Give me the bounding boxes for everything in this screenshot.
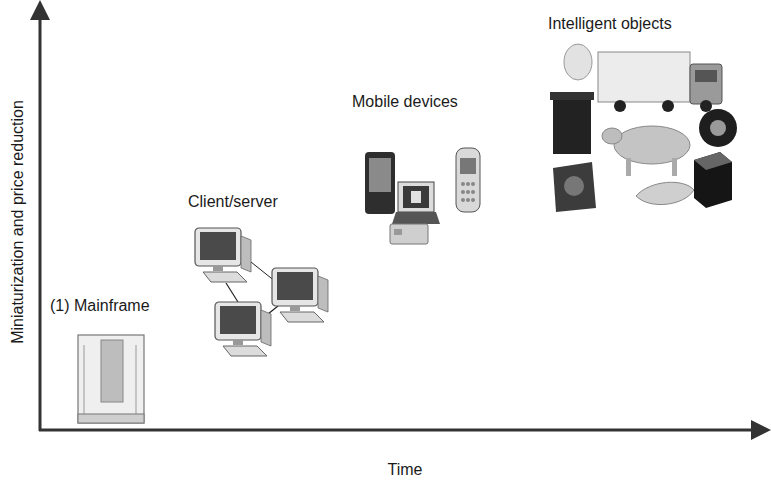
axis-label: Time bbox=[388, 460, 423, 479]
intelligent-objects-picture bbox=[636, 182, 694, 204]
axis-label: Miniaturization and price reduction bbox=[8, 100, 27, 344]
mobile-devices-picture bbox=[398, 182, 434, 212]
mainframe-picture bbox=[136, 345, 137, 415]
intelligent-objects-picture bbox=[553, 96, 591, 154]
mainframe-picture bbox=[78, 335, 144, 423]
mobile-devices-picture bbox=[365, 148, 480, 244]
mainframe-picture bbox=[84, 345, 85, 415]
mobile-devices-picture bbox=[471, 190, 475, 194]
group-label: Client/server bbox=[188, 192, 278, 211]
client-server-picture bbox=[195, 228, 251, 282]
mobile-devices-picture bbox=[365, 152, 395, 214]
mobile-devices-picture bbox=[471, 198, 475, 202]
intelligent-objects-picture bbox=[602, 128, 622, 144]
intelligent-objects-picture bbox=[695, 70, 717, 82]
mainframe-picture bbox=[78, 414, 144, 423]
intelligent-objects-picture bbox=[710, 120, 726, 136]
intelligent-objects-picture bbox=[614, 126, 690, 164]
mobile-devices-picture bbox=[466, 198, 470, 202]
mobile-devices-picture bbox=[461, 198, 465, 202]
axes bbox=[39, 18, 42, 431]
mobile-devices-picture bbox=[392, 212, 440, 224]
client-server-picture bbox=[272, 268, 328, 322]
intelligent-objects-picture bbox=[694, 152, 732, 208]
group-label: Intelligent objects bbox=[548, 14, 672, 33]
intelligent-objects-picture bbox=[672, 158, 677, 176]
intelligent-objects-picture bbox=[614, 100, 626, 112]
intelligent-objects-picture bbox=[550, 92, 594, 100]
mobile-devices-picture bbox=[461, 182, 475, 202]
intelligent-objects-picture bbox=[598, 52, 690, 102]
client-server-picture bbox=[226, 283, 238, 302]
intelligent-objects-picture bbox=[553, 162, 596, 212]
intelligent-objects-picture bbox=[690, 64, 722, 104]
mobile-devices-picture bbox=[394, 229, 402, 235]
intelligent-objects-picture bbox=[626, 158, 631, 176]
group-label: (1) Mainframe bbox=[50, 296, 150, 315]
intelligent-objects-picture bbox=[564, 176, 584, 196]
client-server-picture bbox=[215, 302, 271, 356]
mobile-devices-picture bbox=[456, 148, 480, 212]
mobile-devices-picture bbox=[390, 224, 428, 244]
intelligent-objects-picture bbox=[699, 109, 737, 147]
intelligent-objects-picture bbox=[700, 100, 712, 112]
axes bbox=[30, 0, 771, 440]
intelligent-objects-picture bbox=[694, 152, 732, 170]
mobile-devices-picture bbox=[471, 182, 475, 186]
mobile-devices-picture bbox=[461, 190, 465, 194]
mobile-devices-picture bbox=[369, 158, 391, 192]
mobile-devices-picture bbox=[403, 186, 429, 208]
axes bbox=[751, 420, 771, 440]
mobile-devices-picture bbox=[466, 182, 470, 186]
intelligent-objects-picture bbox=[662, 100, 674, 112]
axes bbox=[30, 0, 50, 20]
mainframe-picture bbox=[101, 340, 123, 402]
axes bbox=[39, 429, 752, 432]
mainframe-picture bbox=[78, 335, 144, 423]
group-label: Mobile devices bbox=[352, 92, 458, 111]
intelligent-objects-picture bbox=[564, 44, 592, 80]
mobile-devices-picture bbox=[461, 182, 465, 186]
mobile-devices-picture bbox=[411, 191, 421, 203]
mobile-devices-picture bbox=[466, 190, 470, 194]
mobile-devices-picture bbox=[460, 158, 476, 174]
intelligent-objects-picture bbox=[550, 44, 737, 212]
client-server-picture bbox=[195, 228, 328, 356]
